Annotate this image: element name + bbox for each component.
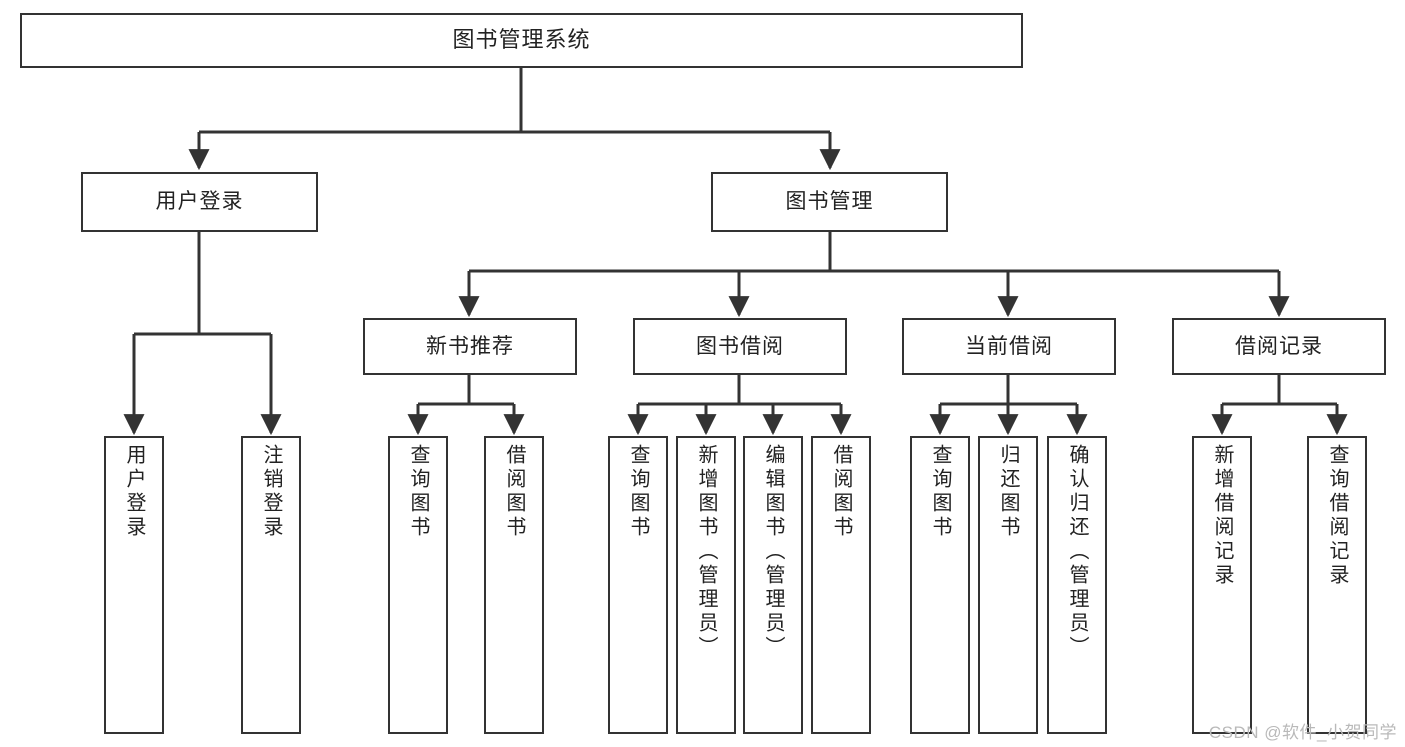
node-root[interactable]: 图书管理系统 xyxy=(20,13,1023,68)
node-leaf-borrow-book-2[interactable]: 借阅图书 xyxy=(811,436,871,734)
node-leaf-user-logout[interactable]: 注销登录 xyxy=(241,436,301,734)
node-leaf-edit-book[interactable]: 编辑图书（管理员） xyxy=(743,436,803,734)
node-leaf-label: 用户登录 xyxy=(123,444,145,540)
node-leaf-label: 新增图书（管理员） xyxy=(695,444,717,660)
node-current-borrow[interactable]: 当前借阅 xyxy=(902,318,1116,375)
node-leaf-label: 查询图书 xyxy=(407,444,429,540)
node-leaf-label: 确认归还（管理员） xyxy=(1066,444,1088,660)
node-borrow-record[interactable]: 借阅记录 xyxy=(1172,318,1386,375)
node-leaf-label: 编辑图书（管理员） xyxy=(762,444,784,660)
node-book-borrow[interactable]: 图书借阅 xyxy=(633,318,847,375)
node-new-book-rec[interactable]: 新书推荐 xyxy=(363,318,577,375)
node-leaf-label: 查询图书 xyxy=(627,444,649,540)
node-leaf-label: 查询借阅记录 xyxy=(1326,444,1348,588)
node-leaf-query-book-2[interactable]: 查询图书 xyxy=(608,436,668,734)
node-leaf-add-record[interactable]: 新增借阅记录 xyxy=(1192,436,1252,734)
node-leaf-user-login[interactable]: 用户登录 xyxy=(104,436,164,734)
node-leaf-label: 借阅图书 xyxy=(503,444,525,540)
node-leaf-borrow-book-1[interactable]: 借阅图书 xyxy=(484,436,544,734)
node-leaf-label: 查询图书 xyxy=(929,444,951,540)
node-leaf-query-book-1[interactable]: 查询图书 xyxy=(388,436,448,734)
node-leaf-confirm-return[interactable]: 确认归还（管理员） xyxy=(1047,436,1107,734)
node-leaf-label: 归还图书 xyxy=(997,444,1019,540)
node-leaf-label: 注销登录 xyxy=(260,444,282,540)
node-user-login[interactable]: 用户登录 xyxy=(81,172,318,232)
node-leaf-add-book[interactable]: 新增图书（管理员） xyxy=(676,436,736,734)
node-leaf-label: 新增借阅记录 xyxy=(1211,444,1233,588)
node-leaf-query-record[interactable]: 查询借阅记录 xyxy=(1307,436,1367,734)
node-leaf-return-book[interactable]: 归还图书 xyxy=(978,436,1038,734)
node-book-manage[interactable]: 图书管理 xyxy=(711,172,948,232)
csdn-watermark: CSDN @软件_小贺同学 xyxy=(1208,723,1397,742)
node-leaf-query-book-3[interactable]: 查询图书 xyxy=(910,436,970,734)
node-leaf-label: 借阅图书 xyxy=(830,444,852,540)
